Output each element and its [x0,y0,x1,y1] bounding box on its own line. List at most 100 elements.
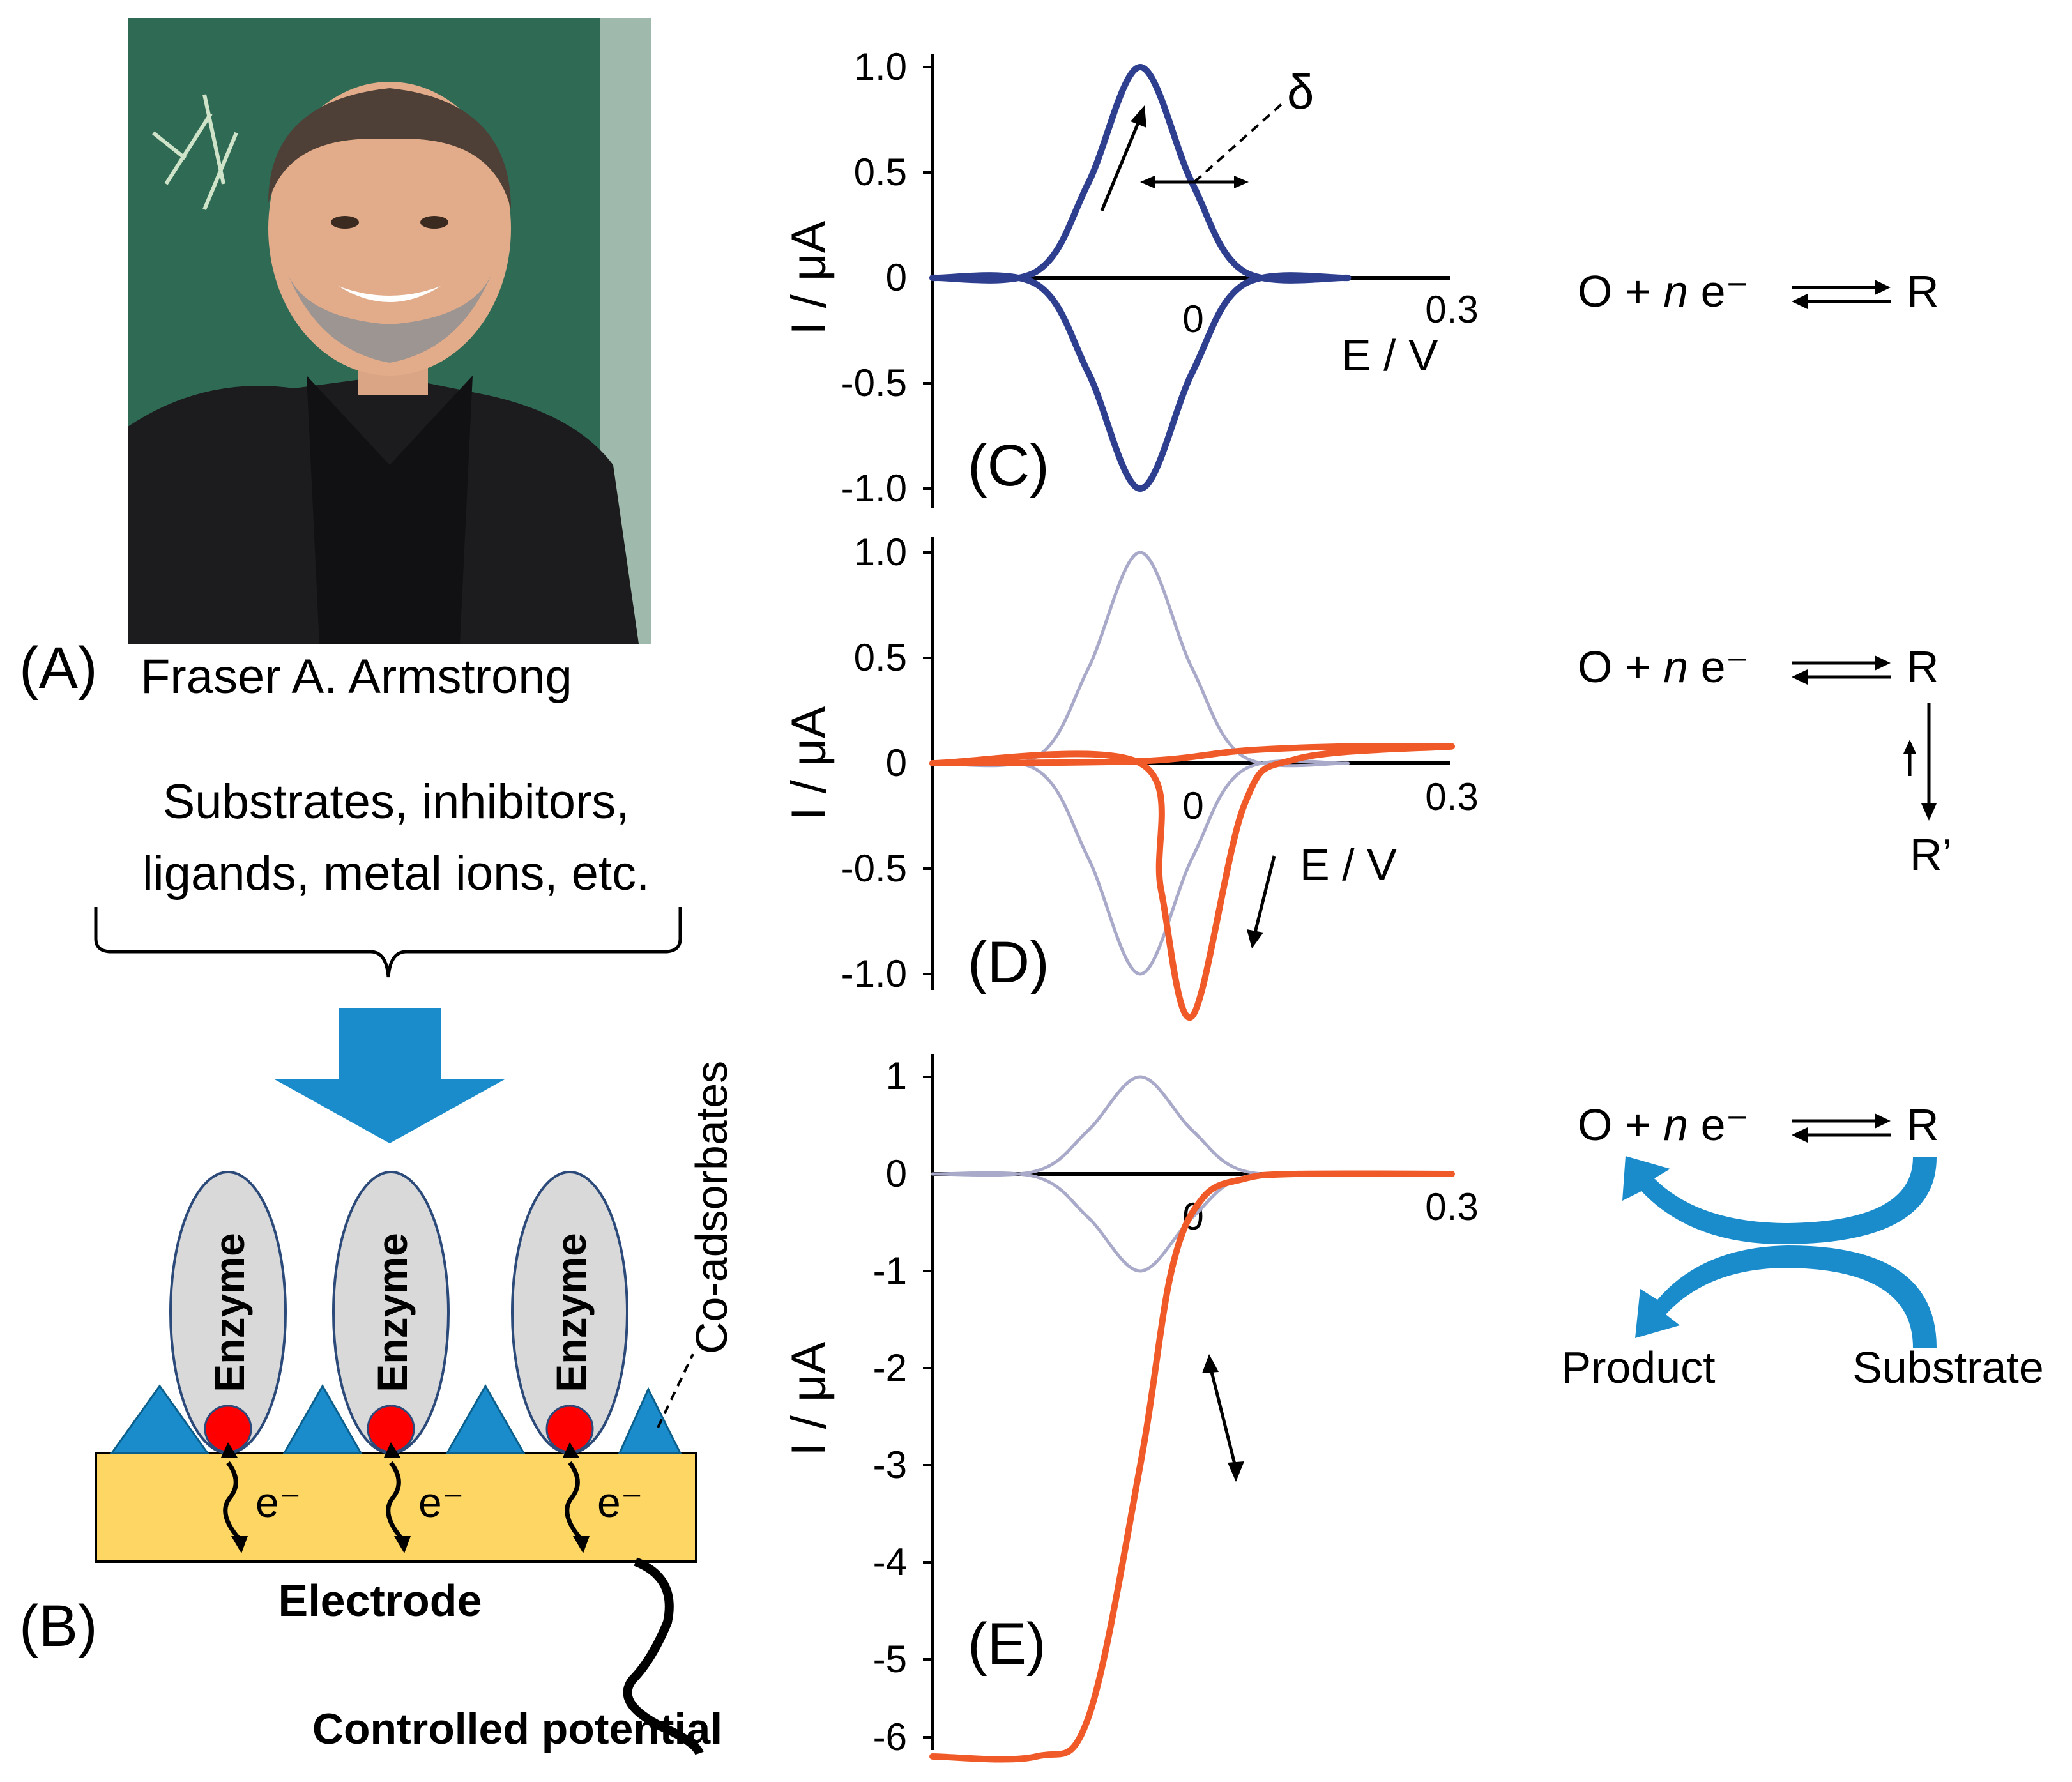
reaction-schemes: O + n e⁻ R O + n e⁻ R R’ O + n e⁻ R Prod… [1561,266,2043,1392]
enzyme-label-1: Enzyme [206,1233,253,1392]
catalytic-cycle-arrow-down [1635,1245,1937,1348]
chart-d-ytick-0: 1.0 [854,531,907,574]
chart-e-ytick-1: 0 [886,1152,907,1195]
electron-label-1: e⁻ [255,1479,301,1526]
chart-e: 1 0 -1 -2 -3 -4 -5 -6 0 0.3 I / μA (E) [782,1054,1479,1763]
delta-leader-line [1193,101,1285,183]
coadsorbate-leader-line [657,1353,694,1428]
equilibrium-arrows-c [1792,280,1891,309]
scan-direction-double-arrow [1208,1366,1238,1470]
chart-c: 1.0 0.5 0 -0.5 -1.0 0 0.3 I / μA E / V (… [782,45,1479,510]
svg-text:O + n e⁻: O + n e⁻ [1578,1100,1749,1150]
scheme-c: O + n e⁻ R [1578,266,1939,316]
chart-c-xtick-0: 0 [1182,298,1203,340]
chart-d-xlabel: E / V [1300,840,1397,890]
chart-c-xlabel: E / V [1341,330,1438,380]
scheme-e-substrate: Substrate [1852,1343,2044,1392]
chart-e-series-2 [929,1170,1455,1763]
chart-e-ytick-5: -4 [873,1541,907,1583]
svg-text:O + n e⁻: O + n e⁻ [1578,266,1749,316]
electron-label-3: e⁻ [597,1479,643,1526]
chart-d: 1.0 0.5 0 -0.5 -1.0 0 0.3 I / μA E / V (… [782,531,1479,1021]
scheme-e-left: O + [1578,1100,1663,1150]
controlled-potential-label: Controlled potential [312,1705,722,1753]
coadsorbates-label: Co-adsorbates [687,1061,736,1354]
chart-d-ytick-3: -0.5 [841,847,907,890]
chart-c-ytick-2: 0 [886,256,907,299]
chart-e-series-1 [931,1171,1350,1273]
chart-c-ytick-4: -1.0 [841,467,907,510]
electrode-schematic: Enzyme Enzyme Enzyme e⁻ e⁻ e⁻ Co-adsorba… [94,907,736,1755]
scheme-c-left: O + [1578,266,1663,316]
catalytic-cycle-arrow-up [1622,1156,1937,1245]
chart-c-ytick-1: 0.5 [854,151,907,194]
chart-e-ytick-6: -5 [873,1638,907,1680]
chart-c-ytick-0: 1.0 [854,45,907,88]
enzyme-label-2: Enzyme [369,1233,416,1392]
scheme-d-e: e⁻ [1688,642,1749,692]
chart-e-ytick-7: -6 [873,1716,907,1758]
chart-c-ytick-3: -0.5 [841,362,907,404]
chart-e-ytick-0: 1 [886,1055,907,1097]
electron-label-2: e⁻ [418,1479,464,1526]
chart-d-series-1 [931,759,1350,976]
scheme-e-n: n [1663,1100,1688,1150]
chart-d-xtick-0: 0 [1182,784,1203,827]
electron-arrowheads [221,1442,590,1553]
coadsorbate-triangle-4 [618,1387,682,1454]
equilibrium-arrows-d [1792,655,1891,685]
scan-direction-arrow [1100,118,1142,211]
scheme-e-product: Product [1561,1343,1715,1392]
enzyme-label-3: Enzyme [547,1233,595,1392]
electron-transfer-paths [223,1461,583,1541]
down-arrow-icon [275,1008,505,1143]
scheme-d-n: n [1663,642,1688,692]
svg-text:O + n e⁻: O + n e⁻ [1578,642,1749,692]
potential-wire [623,1557,704,1755]
chart-d-ytick-2: 0 [886,742,907,784]
panel-b-label: (B) [19,1594,98,1659]
chart-e-ytick-4: -3 [873,1443,907,1486]
chart-d-ytick-1: 0.5 [854,636,907,679]
additives-text-line2: ligands, metal ions, etc. [142,846,650,901]
chart-e-xtick-1: 0.3 [1425,1185,1478,1228]
equilibrium-arrows-e [1792,1113,1891,1143]
scheme-c-right: R [1907,266,1939,316]
scheme-e-right: R [1907,1100,1939,1150]
chart-d-series-0 [931,551,1350,768]
panel-a-label: (A) [19,636,98,701]
chart-e-ytick-2: -1 [873,1249,907,1292]
coadsorbate-triangle-2 [282,1383,363,1454]
chart-e-ytick-3: -2 [873,1346,907,1389]
coadsorbate-triangle-3 [445,1383,526,1454]
scheme-e: O + n e⁻ R Product Substrate [1561,1100,2043,1392]
scan-direction-arrow-d [1253,855,1276,933]
scheme-d-right: R [1907,642,1939,692]
delta-label: δ [1287,65,1314,119]
chart-e-ylabel: I / μA [782,1341,836,1456]
chart-c-xtick-1: 0.3 [1425,288,1478,331]
scheme-c-n: n [1663,266,1688,316]
chart-d-ylabel: I / μA [782,706,836,820]
chart-c-series-0 [929,63,1352,284]
scheme-c-e: e⁻ [1688,266,1749,316]
chart-c-ylabel: I / μA [782,220,836,335]
chart-d-series-3 [929,743,1455,766]
curly-brace [94,907,682,978]
chart-d-panel-label: (D) [968,930,1049,995]
scheme-e-e: e⁻ [1688,1100,1749,1150]
person-name-caption: Fraser A. Armstrong [141,650,572,704]
chart-e-panel-label: (E) [968,1611,1046,1677]
scheme-d-product: R’ [1910,830,1952,880]
chart-d-ytick-4: -1.0 [841,952,907,995]
portrait-photo [128,18,651,644]
additives-text-line1: Substrates, inhibitors, [162,775,630,829]
chart-c-panel-label: (C) [968,433,1049,498]
chart-d-xtick-1: 0.3 [1425,775,1478,818]
chart-e-series-0 [931,1075,1350,1177]
voltammogram-charts: 1.0 0.5 0 -0.5 -1.0 0 0.3 I / μA E / V (… [782,45,1479,1763]
chart-c-series-1 [929,272,1352,492]
scheme-d-left: O + [1578,642,1663,692]
coadsorbate-triangle-1 [110,1384,209,1454]
electrode-label: Electrode [278,1576,482,1626]
